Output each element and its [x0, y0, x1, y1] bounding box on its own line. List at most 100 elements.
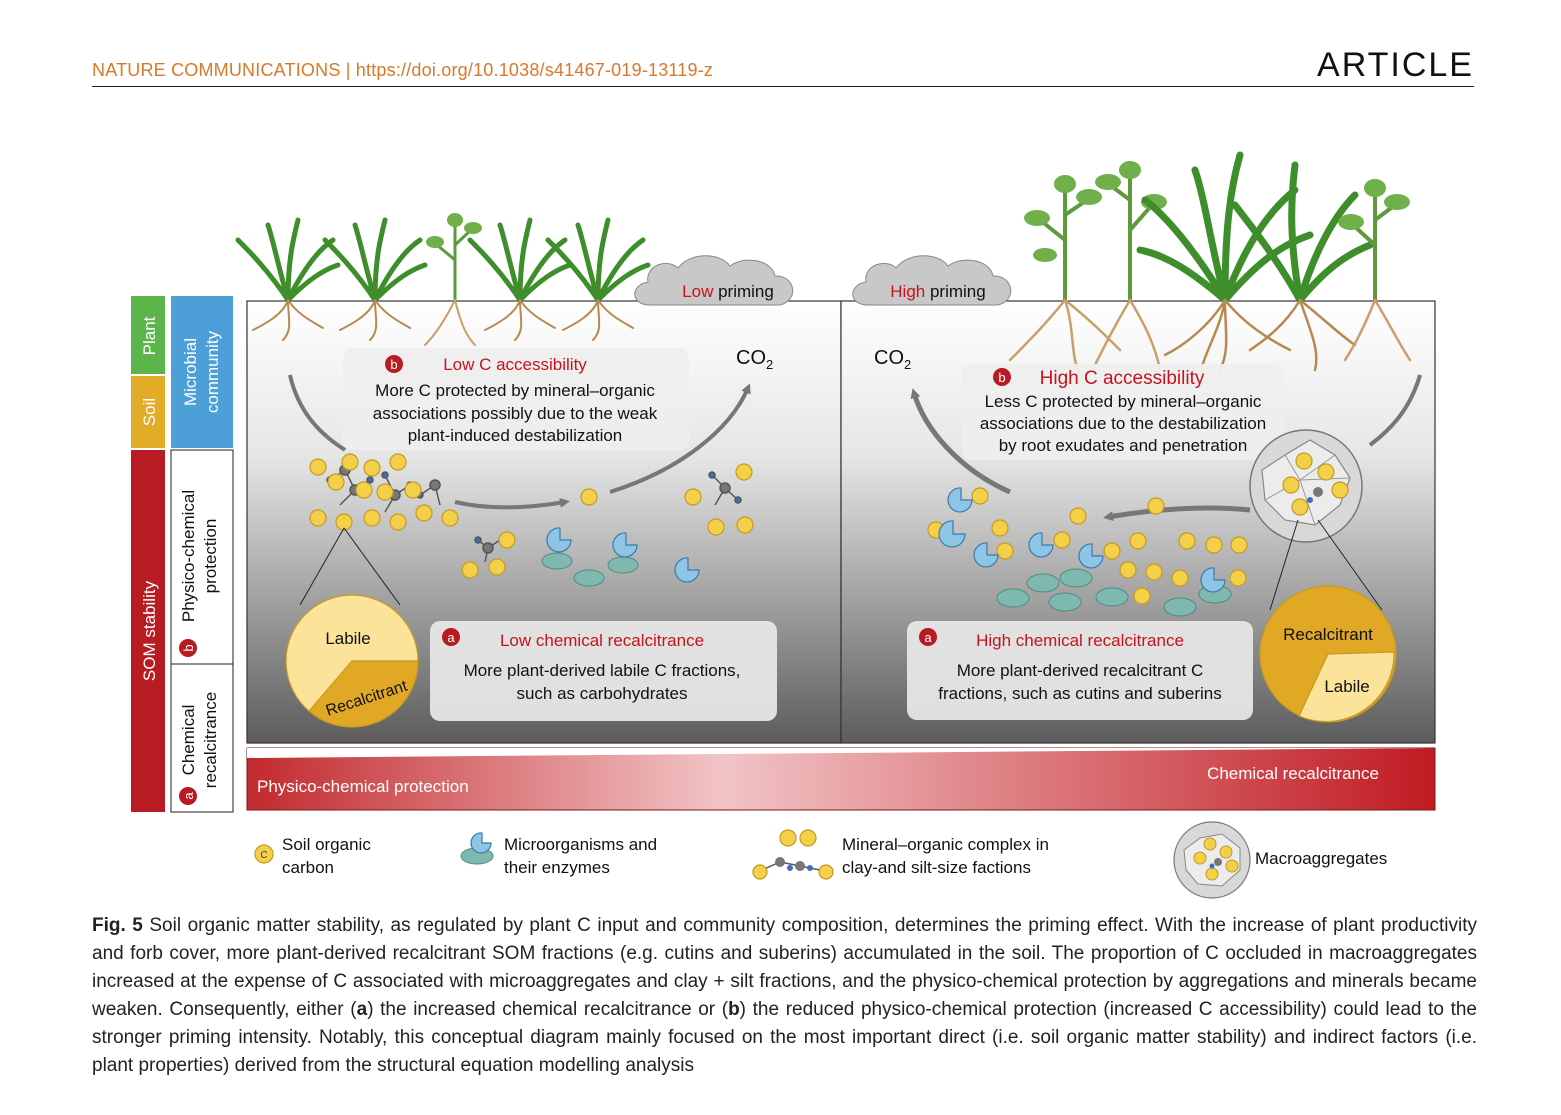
wedge-white-cut: [247, 748, 1435, 758]
right-co2-label: CO2: [874, 347, 911, 372]
right-a-title: High chemical recalcitrance: [976, 631, 1184, 650]
forb-icon: [424, 213, 482, 346]
microbial-label-line1: Microbial: [181, 338, 200, 406]
right-a-box: [907, 621, 1253, 720]
right-flow-arrow-mid: [1103, 505, 1251, 522]
macroaggregate-legend-icon: [1173, 821, 1251, 899]
right-flow-arrow-in: [1368, 374, 1422, 447]
left-a-marker-text: a: [447, 630, 455, 645]
microbial-label-line2: community: [203, 330, 222, 413]
left-cloud: Low priming: [634, 255, 794, 306]
right-plants: [1008, 151, 1412, 377]
right-b-title: High C accessibility: [1040, 368, 1205, 389]
journal-citation[interactable]: NATURE COMMUNICATIONS | https://doi.org/…: [92, 60, 714, 80]
left-carbon-icons: [309, 453, 754, 579]
right-a-marker: [919, 628, 937, 646]
right-cloud-text: High priming: [890, 282, 985, 301]
left-co2-label: CO2: [736, 347, 773, 372]
forb-icon: [1008, 175, 1122, 377]
pie-recalcitrant-slice: [308, 660, 419, 728]
enzyme-icon: [546, 527, 572, 553]
bar-left-label: Physico-chemical protection: [257, 777, 469, 796]
enzyme-icon: [973, 542, 999, 568]
gradient-bar: Physico-chemical protection Chemical rec…: [246, 747, 1436, 811]
complex-legend-line2: clay-and silt-size factions: [842, 858, 1031, 877]
right-b-line1: Less C protected by mineral–organic: [985, 392, 1262, 411]
left-zoom-line: [299, 527, 345, 606]
left-panel-content: b Low C accessibility More C protected b…: [285, 347, 777, 728]
right-flow-arrow-up: [910, 388, 1012, 495]
enzyme-icon: [612, 532, 638, 558]
micro-legend-line1: Microorganisms and: [504, 835, 657, 854]
som-label: SOM stability: [140, 580, 159, 681]
right-panel-content: b High C accessibility Less C protected …: [874, 347, 1422, 723]
complex-legend-icon: [752, 829, 834, 880]
cloud-icon: [852, 255, 1012, 306]
enzyme-icon: [1028, 532, 1054, 558]
right-zoom-line: [1317, 519, 1383, 611]
caption-text-3: ) the reduced physico-chemical protectio…: [92, 999, 1477, 1076]
soil-label-box: [131, 376, 165, 448]
page-header: NATURE COMMUNICATIONS | https://doi.org/…: [92, 46, 1474, 87]
left-b-line1: More C protected by mineral–organic: [375, 381, 655, 400]
enzyme-icon: [1078, 543, 1104, 569]
microbial-label-box: [171, 296, 233, 448]
soc-legend-line2: carbon: [282, 858, 334, 877]
micro-legend-line2: their enzymes: [504, 858, 610, 877]
plant-label-box: [131, 296, 165, 374]
right-a-line2: fractions, such as cutins and suberins: [938, 684, 1221, 703]
physico-label-box: [170, 449, 234, 665]
soc-legend-icon: [254, 844, 274, 864]
grass-icon: [235, 217, 341, 341]
chem-label-line1: Chemical: [179, 705, 198, 776]
left-b-box: [343, 348, 689, 450]
macro-legend-label: Macroaggregates: [1255, 849, 1387, 868]
caption-text-2: ) the increased chemical recalcitrance o…: [367, 999, 729, 1020]
right-pie-recalcitrant: Recalcitrant: [1283, 625, 1373, 644]
macroaggregate-icon: [1249, 429, 1363, 543]
forb-icon: [1338, 179, 1412, 362]
marker-a-chem-text: a: [181, 792, 196, 800]
left-a-title: Low chemical recalcitrance: [500, 631, 704, 650]
article-type: ARTICLE: [1317, 46, 1474, 84]
right-pie-labile: Labile: [1324, 677, 1369, 696]
right-b-line2: associations due to the destabilization: [980, 414, 1266, 433]
right-microbe-icons: [938, 487, 1232, 617]
right-b-box: [962, 364, 1284, 460]
enzyme-icon: [674, 557, 700, 583]
enzyme-icon: [947, 487, 973, 513]
caption-ref-a: a: [356, 999, 368, 1020]
complex-legend-line1: Mineral–organic complex in: [842, 835, 1049, 854]
chem-label-line2: recalcitrance: [201, 692, 220, 788]
right-b-marker-text: b: [998, 370, 1005, 385]
right-b-marker: [993, 368, 1011, 386]
soil-label: Soil: [140, 398, 159, 426]
right-a-marker-text: a: [924, 630, 932, 645]
left-pie-labile: Labile: [325, 629, 370, 648]
bar-right-label: Chemical recalcitrance: [1207, 764, 1379, 783]
soc-legend-icon-text: C: [260, 850, 267, 861]
right-zoom-line: [1269, 519, 1299, 611]
left-a-marker: [442, 628, 460, 646]
enzyme-icon: [938, 520, 966, 548]
som-label-box: [131, 450, 165, 812]
left-plants: [235, 213, 651, 346]
right-cloud: High priming: [852, 255, 1012, 306]
physico-label-line2: protection: [201, 519, 220, 594]
left-flow-arrow-in: [288, 374, 347, 452]
enzyme-legend-icon: [470, 832, 492, 854]
left-b-line2: associations possibly due to the weak: [373, 404, 658, 423]
left-zoom-line: [343, 527, 401, 606]
left-a-line1: More plant-derived labile C fractions,: [464, 661, 741, 680]
right-b-line3: by root exudates and penetration: [999, 436, 1248, 455]
left-microbe-icons: [541, 527, 700, 587]
left-b-marker: [385, 355, 403, 373]
cloud-icon: [634, 255, 794, 306]
marker-a-chem: [179, 787, 197, 805]
left-cloud-text: Low priming: [682, 282, 774, 301]
side-labels: Plant Soil Microbial community SOM stabi…: [131, 296, 234, 813]
left-a-line2: such as carbohydrates: [516, 684, 687, 703]
left-flow-arrow-up: [609, 383, 751, 494]
right-pie: Recalcitrant Labile: [1259, 585, 1397, 723]
left-mineral-complex-icon: [474, 471, 742, 563]
